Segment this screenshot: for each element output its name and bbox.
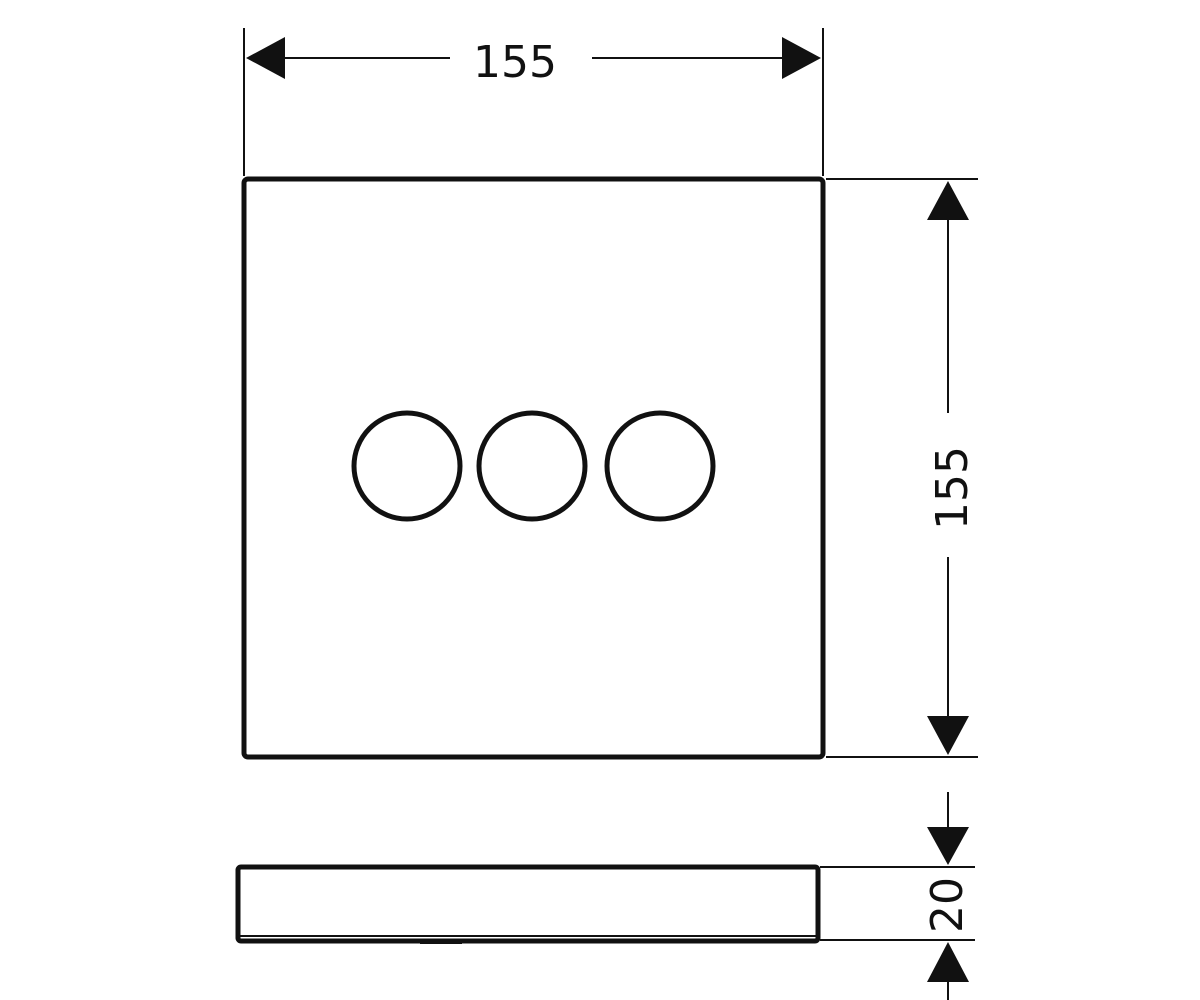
plate-side-outline — [235, 864, 821, 944]
width-dimension-label: 155 — [473, 37, 557, 88]
arrowhead-left — [246, 37, 285, 79]
depth-dimension — [820, 792, 975, 1000]
height-dimension — [826, 178, 978, 758]
arrowhead-bottom — [927, 716, 969, 755]
arrowhead-up — [927, 942, 969, 982]
arrowhead-top — [927, 181, 969, 220]
plate-front-outline — [241, 176, 826, 760]
push-button-2 — [476, 410, 588, 522]
push-buttons — [351, 410, 716, 522]
arrowhead-right — [782, 37, 821, 79]
push-button-1 — [351, 410, 463, 522]
height-dimension-label: 155 — [927, 446, 978, 530]
width-dimension — [243, 28, 824, 176]
depth-dimension-label: 20 — [922, 877, 973, 933]
push-button-3 — [604, 410, 716, 522]
arrowhead-down — [927, 827, 969, 865]
